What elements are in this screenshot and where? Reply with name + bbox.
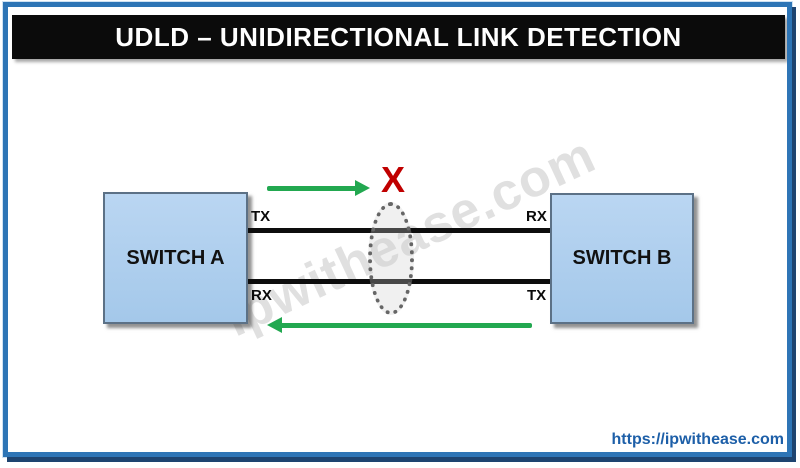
switch-a-label: SWITCH A — [126, 246, 225, 269]
failure-x-mark: X — [380, 159, 405, 200]
switch-a-box: SWITCH A — [103, 192, 248, 324]
arrow-shaft — [267, 186, 357, 191]
page-title: UDLD – UNIDIRECTIONAL LINK DETECTION — [115, 21, 682, 52]
arrowhead-right-icon — [355, 180, 370, 196]
fault-dotted-ellipse — [368, 202, 414, 315]
port-label-switch-b-tx: TX — [527, 287, 547, 304]
switch-b-box: SWITCH B — [550, 193, 694, 324]
port-label-switch-a-tx: TX — [251, 208, 271, 225]
footer-url: https://ipwithease.com — [611, 431, 784, 448]
port-label-switch-b-rx: RX — [526, 208, 547, 225]
green-arrow-left-icon — [267, 317, 532, 334]
title-bar: UDLD – UNIDIRECTIONAL LINK DETECTION — [12, 15, 785, 59]
arrowhead-left-icon — [267, 317, 282, 333]
green-arrow-right-icon — [267, 180, 370, 197]
switch-b-label: SWITCH B — [572, 247, 672, 269]
port-label-switch-a-rx: RX — [251, 287, 272, 304]
arrow-shaft — [280, 323, 532, 328]
